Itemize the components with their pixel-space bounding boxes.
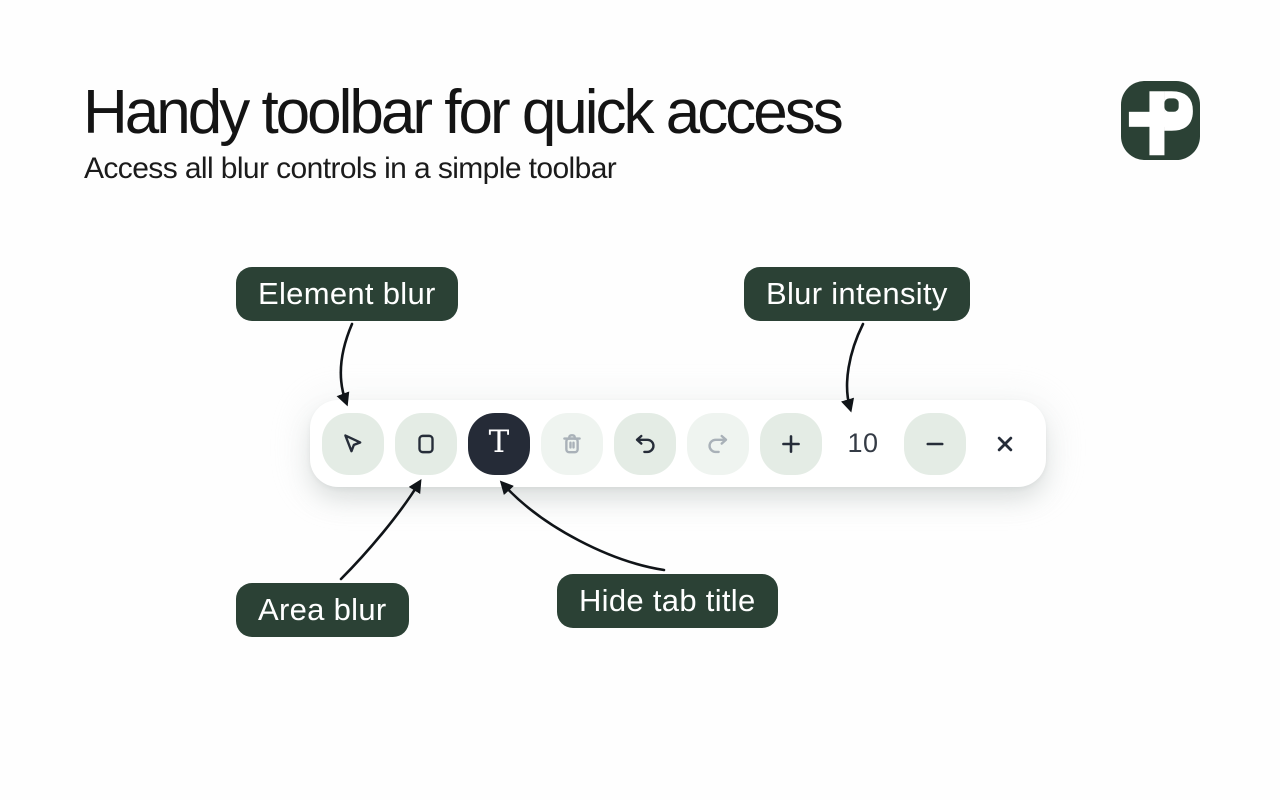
- rectangle-icon: [418, 434, 434, 453]
- arrow-hide-tab-title: [499, 480, 666, 572]
- callout-blur-intensity: Blur intensity: [744, 267, 970, 321]
- callout-element-blur: Element blur: [236, 267, 458, 321]
- page-title: Handy toolbar for quick access: [83, 78, 844, 147]
- close-icon: [997, 436, 1013, 451]
- callout-hide-tab-title: Hide tab title: [557, 574, 778, 628]
- arrow-element-blur: [336, 322, 354, 407]
- blur-app-logo-icon: [1121, 81, 1200, 160]
- page-subtitle: Access all blur controls in a simple too…: [84, 152, 617, 185]
- decrease-intensity-button[interactable]: [904, 412, 966, 475]
- blur-toolbar: T 10: [310, 400, 1046, 487]
- minus-icon: [926, 442, 944, 445]
- area-blur-button[interactable]: [395, 412, 457, 475]
- undo-button[interactable]: [614, 412, 676, 475]
- delete-button[interactable]: [541, 412, 603, 475]
- trash-icon: [563, 433, 581, 453]
- undo-icon: [635, 434, 655, 453]
- increase-intensity-button[interactable]: [760, 412, 822, 475]
- redo-button[interactable]: [687, 412, 749, 475]
- cursor-icon: [344, 433, 362, 452]
- callout-area-blur: Area blur: [236, 583, 409, 637]
- plus-icon: [782, 434, 800, 453]
- text-icon: T: [488, 424, 510, 460]
- redo-icon: [708, 434, 728, 453]
- element-blur-button[interactable]: [322, 412, 384, 475]
- arrow-area-blur: [339, 478, 422, 581]
- hide-tab-title-button[interactable]: T: [468, 412, 530, 475]
- blur-intensity-value: 10: [847, 428, 879, 458]
- arrow-blur-intensity: [841, 322, 865, 413]
- close-toolbar-button[interactable]: [977, 413, 1033, 475]
- app-logo: [1121, 81, 1200, 160]
